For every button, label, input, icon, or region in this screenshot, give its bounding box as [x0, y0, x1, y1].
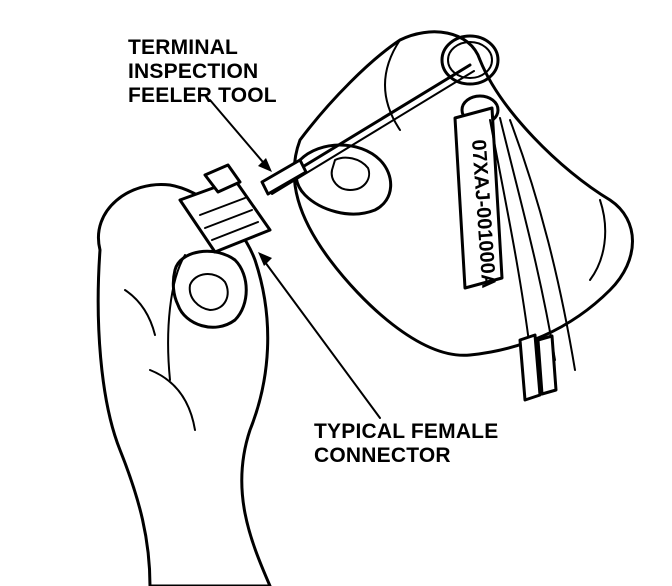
left-hand: [96, 182, 272, 586]
label-tool-line3: FEELER TOOL: [128, 84, 277, 107]
leader-arrow-connector: [258, 252, 272, 266]
leader-line-connector: [261, 257, 381, 419]
leader-arrow-tool: [258, 158, 272, 172]
label-connector-line2: CONNECTOR: [314, 444, 451, 467]
label-tool-line1: TERMINAL: [128, 36, 239, 59]
label-connector-line1: TYPICAL FEMALE: [314, 420, 499, 443]
tool-tag: [453, 106, 504, 290]
label-tool-line2: INSPECTION: [128, 60, 259, 83]
female-connector: [167, 163, 272, 381]
probe-wires: [489, 117, 576, 402]
leader-line-tool: [209, 99, 269, 169]
feeler-tool: [260, 63, 475, 196]
terminal-inspection-feeler-tool-label: TERMINAL INSPECTION FEELER TOOL: [128, 36, 277, 108]
typical-female-connector-label: TYPICAL FEMALE CONNECTOR: [314, 420, 498, 468]
leader-lines: [209, 99, 381, 419]
